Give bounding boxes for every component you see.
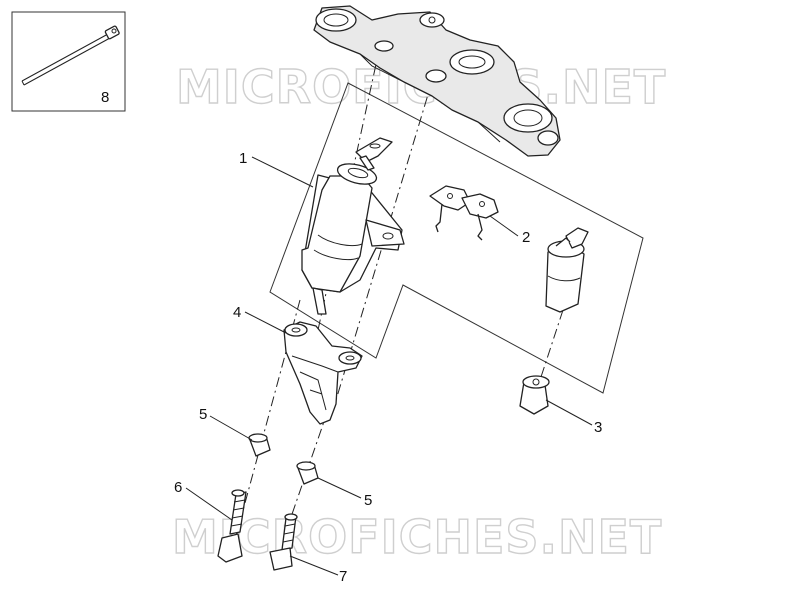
callout-7: 7 <box>339 568 347 585</box>
callout-2: 2 <box>522 229 530 246</box>
lock-cylinder-part-3: 3 <box>519 375 602 436</box>
part-8-inset-box: 8 <box>11 11 126 112</box>
callout-1: 1 <box>239 150 247 167</box>
shear-bolt-part-6: 6 <box>174 479 247 563</box>
center-line-lock-3 <box>539 309 564 381</box>
callout-5-upper: 5 <box>199 406 207 423</box>
cable-tie-drawing <box>21 25 120 86</box>
upper-triple-clamp <box>313 5 561 157</box>
callout-6: 6 <box>174 479 182 496</box>
keys-part-2: 2 <box>429 185 530 246</box>
callout-8: 8 <box>101 89 109 106</box>
auxiliary-lock-barrel <box>545 227 589 313</box>
watermark-bottom: MICROFICHES.NET <box>172 510 662 564</box>
callout-3: 3 <box>594 419 602 436</box>
bolt-part-7: 7 <box>269 513 347 585</box>
ignition-lock-part-1: 1 <box>239 137 405 315</box>
callout-4: 4 <box>233 304 241 321</box>
inset-frame <box>11 11 126 112</box>
mounting-bracket-part-4: 4 <box>233 304 363 425</box>
callout-5-lower: 5 <box>364 492 372 509</box>
bushing-part-5-left: 5 <box>199 406 271 457</box>
bushing-part-5-right: 5 <box>296 461 372 509</box>
assembly-outline <box>269 82 644 394</box>
